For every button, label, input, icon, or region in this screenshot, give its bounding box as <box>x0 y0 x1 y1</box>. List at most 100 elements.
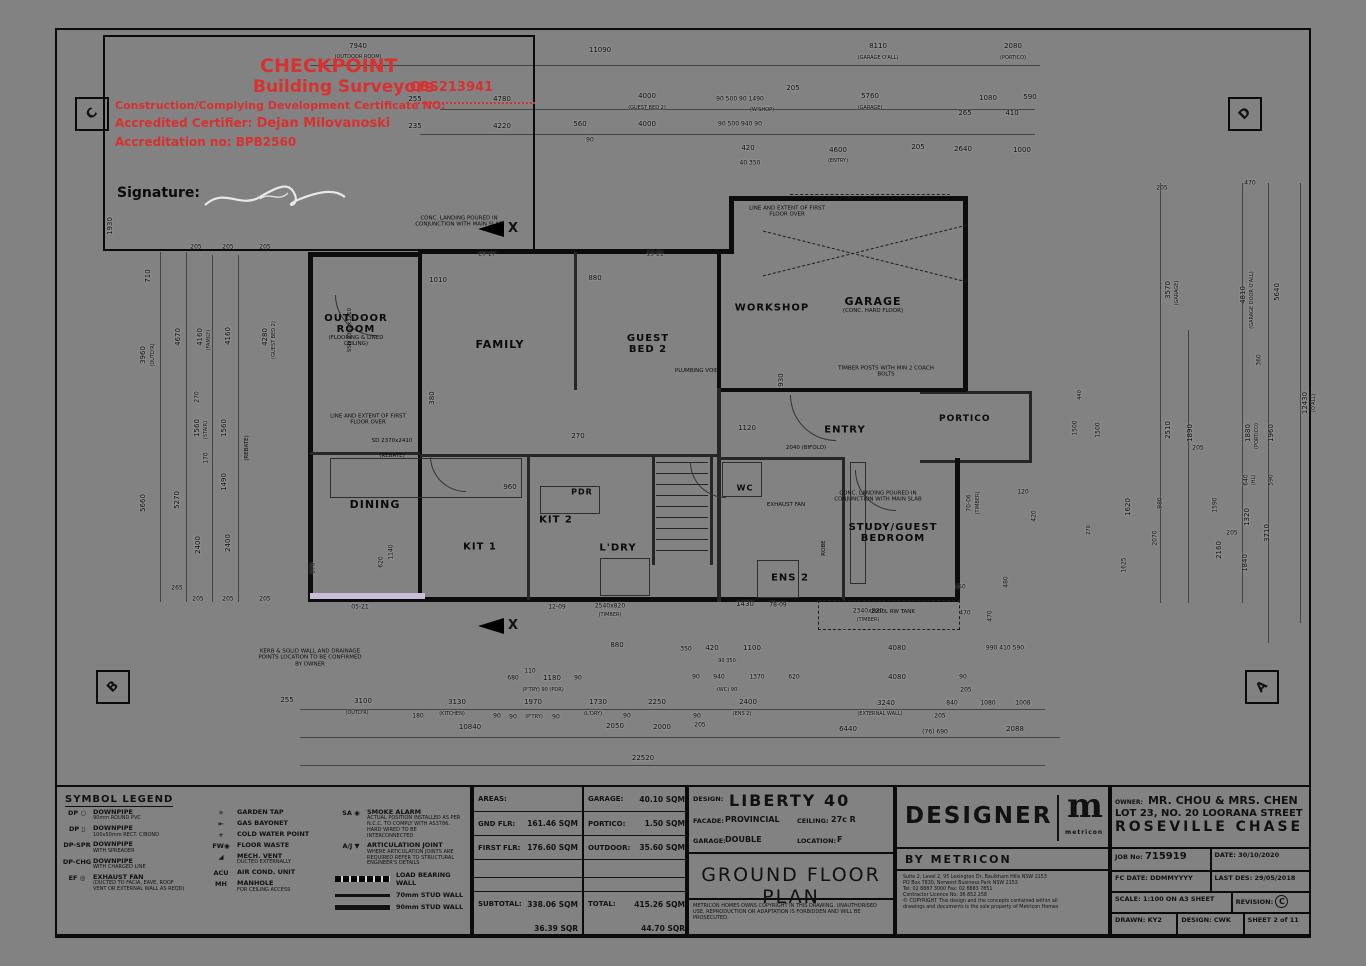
dimension-label: 270 <box>193 391 201 403</box>
wall-segment <box>308 252 313 602</box>
room-label: GUEST BED 2 <box>626 333 670 355</box>
dimension-label: (ENS 2) <box>732 711 752 717</box>
ceiling-value: 27c R <box>831 815 856 824</box>
dimension-label: 255 <box>280 696 294 704</box>
dimension-label: 1370 <box>749 673 765 681</box>
wall-sample-line <box>335 893 390 897</box>
certifier-line: Accredited Certifier: Dejan Milovanoski <box>115 116 390 131</box>
facade-value: PROVINCIAL <box>725 815 780 824</box>
dimension-label: 1320 <box>1243 508 1251 526</box>
wall-segment <box>1268 183 1269 643</box>
dimension-label: 170 <box>202 452 210 464</box>
wall-segment <box>310 65 1040 66</box>
wall-segment <box>717 457 845 460</box>
dimension-label: 90 500 90 1490 <box>716 95 764 103</box>
dimension-label: 110 <box>524 667 536 675</box>
dimension-label: 6440 <box>839 725 857 733</box>
dimension-label: (GARAGE) <box>857 105 883 111</box>
wall-segment <box>710 455 713 565</box>
dimension-label: (O'ALL) <box>1311 393 1317 413</box>
dimension-label: 440 <box>1077 390 1083 400</box>
wall-segment <box>310 452 420 455</box>
room-label: KIT 1 <box>463 541 497 553</box>
wall-segment <box>420 454 720 457</box>
fine-print-line: Contractor Licence No: 36 852 258 <box>903 892 987 898</box>
certificate-label: Construction/Complying Development Certi… <box>115 99 446 112</box>
dimension-label: 270 <box>571 432 585 440</box>
dimension-label: 205 <box>192 595 204 603</box>
dimension-label: 1490 <box>220 473 228 491</box>
dimension-label: (76) 690 <box>922 728 948 736</box>
dimension-label: 560 <box>573 120 587 128</box>
wall-segment <box>656 473 708 474</box>
area-row: TOTAL:415.26 SQM <box>584 891 689 916</box>
fine-print-line: drawings and documents is the sole prope… <box>903 904 1059 910</box>
legend-symbol-icon: A/J ▼ <box>342 842 360 851</box>
wall-segment <box>757 560 799 598</box>
stamp-subtitle: Building Surveyors <box>253 77 435 97</box>
dimension-label: 590 <box>1267 474 1275 486</box>
dimension-label: (P'TRY) <box>525 714 543 720</box>
dimension-label: 940 <box>713 673 725 681</box>
wall-segment <box>1242 183 1243 603</box>
dimension-label: 1560 <box>220 419 228 437</box>
owner-info: OWNER: MR. CHOU & MRS. CHEN LOT 23, NO. … <box>1112 787 1309 849</box>
date-cell: DATE: 30/10/2020 <box>1209 849 1310 870</box>
annotation-note: 2040 (BIFOLD) <box>785 444 827 451</box>
legend-title: SYMBOL LEGEND <box>65 794 174 807</box>
fine-print-line: Suite 2, Level 2, 95 Lexington Dr, Baulk… <box>903 875 1047 880</box>
dimension-label: 470 <box>1244 179 1256 187</box>
dimension-label: 640 <box>1242 474 1250 486</box>
dimension-label: 840 <box>946 699 958 707</box>
owner-block: OWNER: MR. CHOU & MRS. CHEN LOT 23, NO. … <box>1110 785 1311 936</box>
signature-scribble <box>204 185 346 206</box>
annotation-note: 2000L RW TANK <box>870 608 915 615</box>
dimension-label: (EXTERNAL WALL) <box>857 711 903 717</box>
job-number-cell: JOB No: 715919 <box>1115 851 1187 862</box>
area-row: SUBTOTAL:338.06 SQM <box>474 891 582 916</box>
wall-segment <box>310 597 960 602</box>
dimension-label: 4000 <box>638 120 656 128</box>
check-value: CWK <box>1213 916 1231 924</box>
legend-symbol-icon: ⇤ <box>218 820 224 828</box>
wall-sample-line <box>335 904 390 911</box>
dimension-label: 420 <box>1030 510 1038 522</box>
dimension-label: 3960 <box>139 346 147 364</box>
dimension-label: 470 <box>959 609 971 617</box>
dimension-label: (STAIR) <box>203 420 209 440</box>
wall-segment <box>574 252 577 390</box>
designer-fine-print: Suite 2, Level 2, 95 Lexington Dr, Baulk… <box>903 875 1106 911</box>
sheet-number-cell: SHEET 2 of 11 <box>1242 914 1309 936</box>
owner-address: LOT 23, NO. 20 LOORANA STREET <box>1115 808 1303 819</box>
area-row <box>584 859 689 877</box>
dimension-label: 930 <box>777 373 785 387</box>
wall-segment <box>418 252 422 600</box>
dimension-label: 1008 <box>1015 699 1031 707</box>
design-name: LIBERTY 40 <box>729 791 851 810</box>
designer-block: DESIGNER m metricon BY METRICON Suite 2,… <box>895 785 1110 936</box>
dimension-label: 1010 <box>429 276 447 284</box>
wall-segment <box>717 388 967 392</box>
dimension-label: 90 <box>692 673 700 681</box>
design-block: DESIGN: LIBERTY 40 FACADE: PROVINCIAL CE… <box>687 785 895 936</box>
dimension-label: 410 <box>1005 109 1019 117</box>
dimension-label: 4080 <box>888 644 906 652</box>
area-row: AREAS: <box>478 795 507 803</box>
scale-value: 1:100 ON A3 SHEET <box>1142 895 1215 903</box>
dimension-label: 90 500 940 90 <box>718 120 762 128</box>
dimension-label: 1970 <box>524 698 542 706</box>
fc-date-cell: FC DATE: DDMMYYYY <box>1115 874 1193 882</box>
dimension-label: 4600 <box>829 146 847 154</box>
room-label: GARAGE(CONC. HARD FLOOR) <box>842 294 904 315</box>
dimension-label: 2640 <box>954 145 972 153</box>
copyright-note: METRICON HOMES OWNS COPYRIGHT IN THIS DR… <box>693 903 877 921</box>
dimension-label: 2400 <box>739 698 757 706</box>
dimension-label: 1500 <box>1071 420 1079 436</box>
dimension-label: 90 <box>693 712 701 720</box>
section-triangle-icon <box>478 221 504 237</box>
dimension-label: 90 <box>959 673 967 681</box>
